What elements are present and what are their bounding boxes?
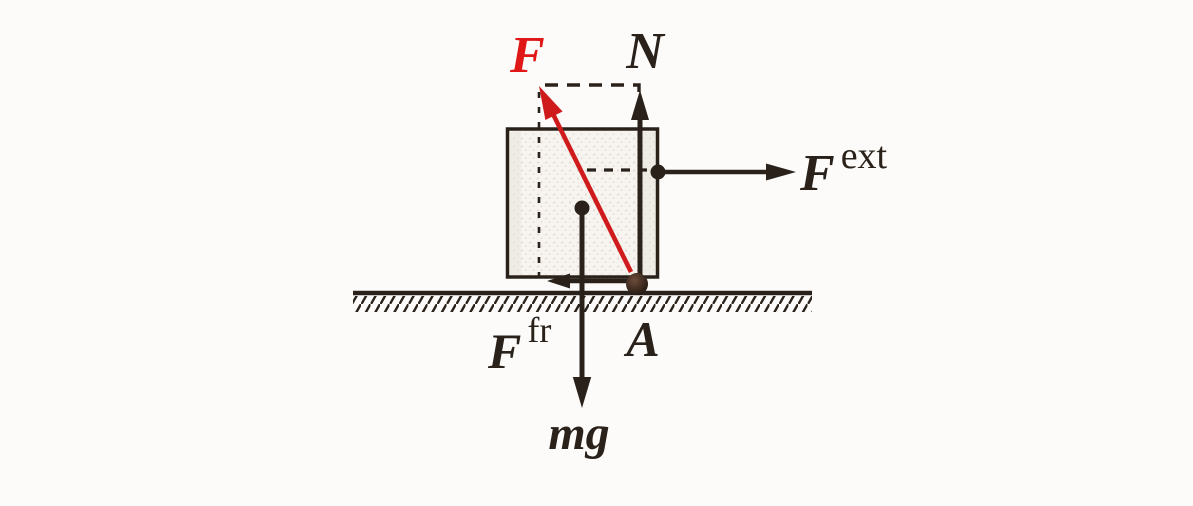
normal-arrowhead-icon (631, 90, 649, 120)
top-dashed-line (545, 83, 641, 101)
friction-force-label-superscript: fr (527, 310, 551, 350)
block-left-shading (510, 131, 521, 275)
friction-arrowhead-icon (547, 273, 570, 289)
weight-arrowhead-icon (572, 377, 592, 408)
external-force-label-superscript: ext (841, 135, 888, 177)
external-force-application-dot (650, 164, 666, 180)
surface-reaction-force-label: F (509, 27, 545, 84)
surface-reaction-force-arrow (539, 86, 634, 274)
friction-force-label-base: F (487, 323, 521, 379)
block-right-shading (643, 131, 656, 275)
friction-force-label: F fr (487, 310, 551, 379)
reaction-arrowhead-icon (539, 86, 563, 120)
external-force-arrow (650, 163, 796, 181)
external-arrowhead-icon (766, 163, 796, 181)
weight-label: mg (548, 407, 609, 460)
friction-force-arrow (547, 273, 634, 289)
external-force-label-base: F (799, 145, 835, 202)
contact-point-label: A (623, 311, 659, 367)
center-of-mass-dot (574, 200, 590, 216)
normal-force-label: N (625, 23, 666, 80)
weight-arrow (572, 200, 592, 408)
contact-point-ball (626, 273, 648, 295)
external-force-label: F ext (799, 135, 888, 202)
normal-force-arrow (631, 90, 649, 282)
